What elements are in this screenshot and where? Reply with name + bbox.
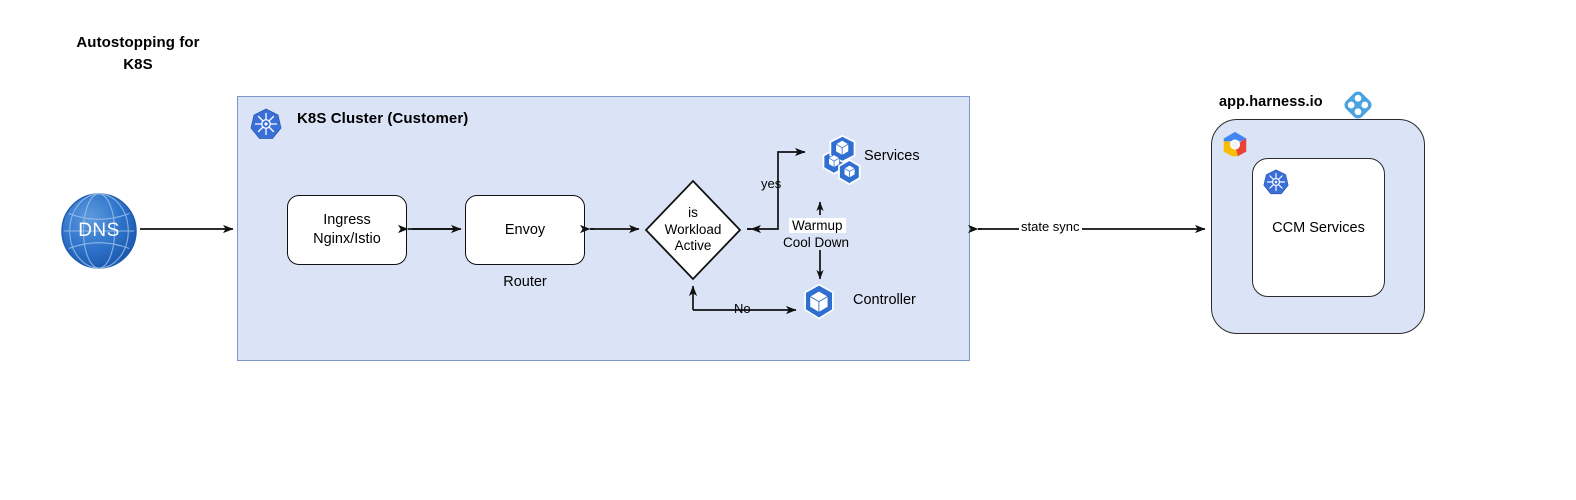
router-label: Router [503, 274, 547, 290]
state-sync-edge-label: state sync [1019, 219, 1082, 234]
kubernetes-pods-icon [808, 134, 870, 197]
ccm-services-label: CCM Services [1272, 219, 1365, 236]
no-edge-label: No [734, 301, 751, 316]
page-title: Autostopping for K8S [28, 32, 248, 76]
kubernetes-icon [250, 108, 282, 140]
dns-label: DNS [78, 220, 120, 241]
workload-active-decision[interactable] [643, 178, 743, 282]
kubernetes-icon [1263, 169, 1289, 195]
ingress-node[interactable]: Ingress Nginx/Istio [287, 195, 407, 265]
cooldown-edge-label: Cool Down [783, 235, 850, 250]
controller-label: Controller [853, 292, 916, 308]
yes-edge-label: yes [761, 176, 782, 191]
dns-globe-icon [60, 192, 138, 270]
kubernetes-pod-icon [800, 283, 838, 321]
page-title-line1: Autostopping for [76, 34, 200, 51]
harness-title: app.harness.io [1219, 94, 1323, 110]
warmup-edge-label: Warmup [789, 218, 846, 233]
k8s-cluster-label: K8S Cluster (Customer) [297, 110, 469, 127]
harness-logo-icon [1341, 89, 1375, 121]
page-title-line2: K8S [123, 55, 153, 73]
ingress-label-line1: Ingress [323, 212, 371, 229]
envoy-node[interactable]: Envoy [465, 195, 585, 265]
envoy-label: Envoy [504, 221, 546, 238]
services-label: Services [864, 148, 920, 164]
gcp-hexagon-icon [1220, 130, 1250, 160]
ingress-label-line2: Nginx/Istio [313, 231, 381, 247]
